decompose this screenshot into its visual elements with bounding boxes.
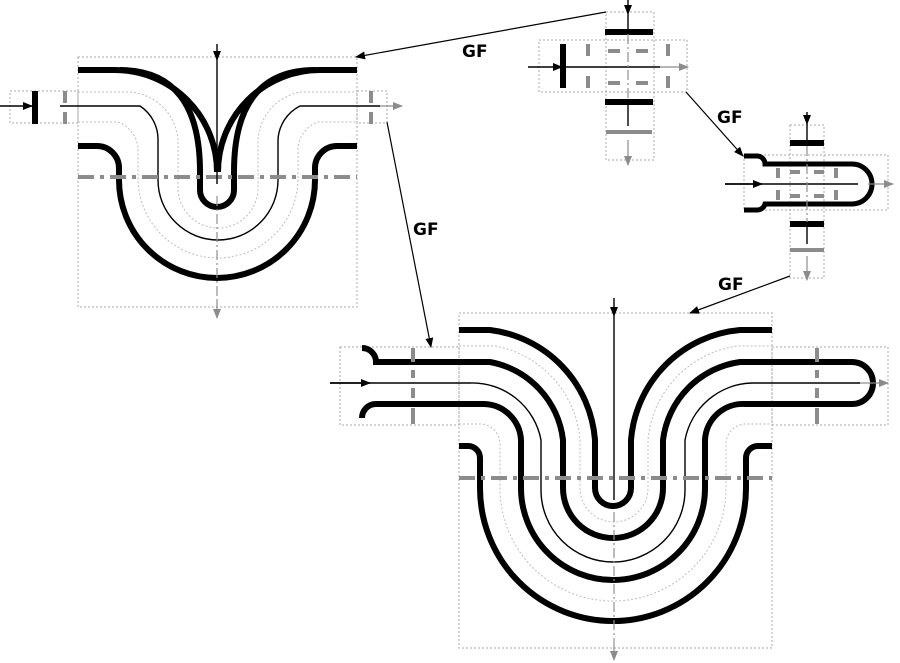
hairpin-primitive <box>725 112 894 281</box>
cross-primitive <box>528 0 689 166</box>
gf-arrow-bottom <box>689 275 791 314</box>
gf-label-left: GF <box>413 220 439 240</box>
gf-arrow-top <box>355 11 607 60</box>
gf-arrow-left <box>386 121 434 348</box>
u-bend-large <box>330 298 889 661</box>
gf-arrow-right <box>685 91 744 157</box>
gf-label-top: GF <box>462 42 488 62</box>
gf-arrows <box>355 11 791 348</box>
u-bend-small <box>0 44 403 319</box>
gf-label-bottom: GF <box>718 275 744 295</box>
gf-label-right: GF <box>717 108 743 128</box>
